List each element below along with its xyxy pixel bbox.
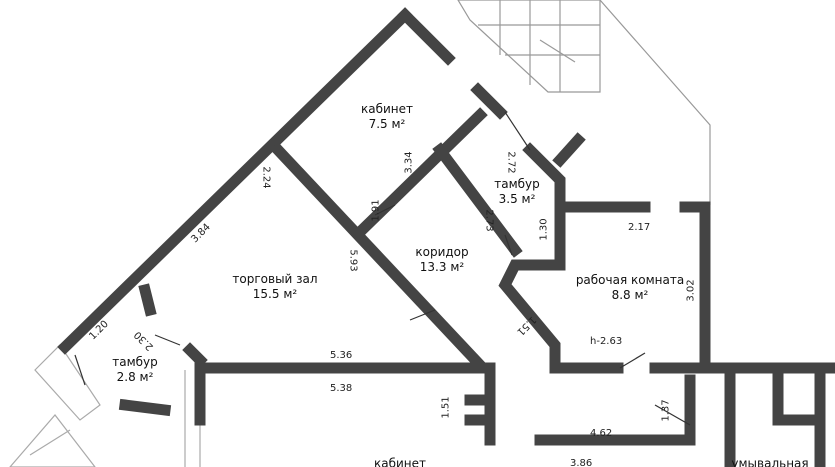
- room-name: умывальная: [731, 456, 809, 467]
- dimension: 4.62: [590, 428, 613, 439]
- room-area: 8.8 м²: [611, 288, 649, 302]
- room-name: тамбур: [494, 177, 540, 191]
- room-name: кабинет: [360, 102, 414, 116]
- dimension: 3.34: [403, 151, 415, 174]
- room-area: 2.8 м²: [116, 370, 154, 384]
- room-area: 15.5 м²: [252, 287, 298, 301]
- room-area: 13.3 м²: [419, 260, 465, 274]
- dimension: 2.72: [505, 151, 517, 174]
- room-name: торговый зал: [232, 272, 318, 286]
- dimension: 1.37: [660, 399, 672, 422]
- dimension: 5.93: [347, 249, 359, 272]
- room-area: 3.5 м²: [498, 192, 536, 206]
- dimension: 2.24: [260, 166, 272, 189]
- dimension: 2.17: [628, 222, 651, 233]
- dimension: 2.73: [483, 209, 495, 232]
- dimension: 3.02: [685, 279, 697, 302]
- dimension: 1.30: [538, 218, 550, 241]
- room-label-cabinet-2: кабинет: [374, 457, 426, 467]
- stairs-bottom-left: [9, 344, 201, 467]
- dimension: 5.36: [330, 350, 353, 361]
- room-name: кабинет: [373, 456, 427, 467]
- room-name: коридор: [415, 245, 469, 259]
- walls: [57, 7, 835, 467]
- dimension: 5.38: [330, 383, 353, 394]
- room-label-washroom: умывальная: [731, 457, 808, 467]
- dimension: 1.91: [370, 199, 382, 222]
- stairs-top: [457, 0, 711, 205]
- room-name: рабочая комната: [575, 273, 685, 287]
- ceiling-height: h-2.63: [590, 336, 623, 347]
- doors: [74, 111, 691, 426]
- dimension: 1.51: [440, 396, 452, 419]
- room-name: тамбур: [112, 355, 158, 369]
- dimension: 3.86: [570, 458, 593, 467]
- room-area: 7.5 м²: [368, 117, 406, 131]
